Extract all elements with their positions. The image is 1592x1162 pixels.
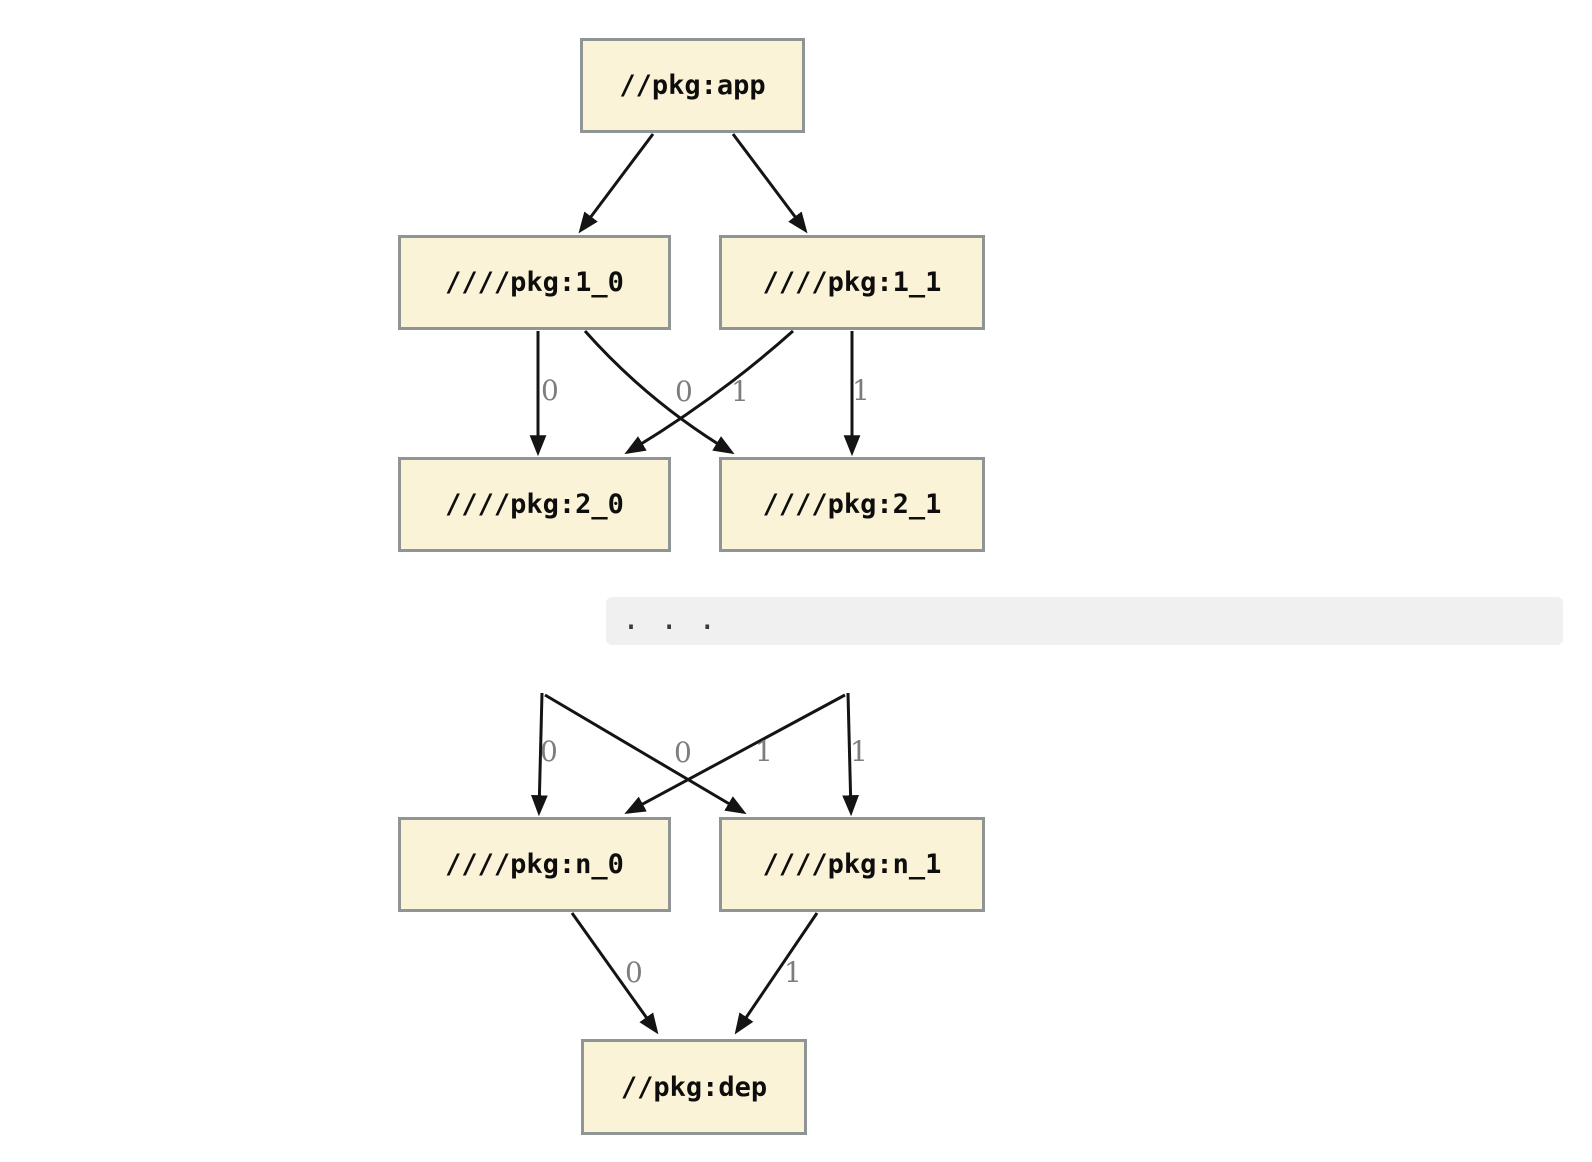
edge-label-1_1-2_0: 1 <box>731 375 749 408</box>
edge-elided-to-n_1-cross <box>544 693 747 815</box>
node-pkg-n_1: ////pkg:n_1 <box>719 817 985 912</box>
edge-n_1-to-dep <box>734 912 819 1035</box>
node-pkg-2_0: ////pkg:2_0 <box>398 457 671 552</box>
edge-1_1-to-2_0 <box>624 329 794 455</box>
edge-app-to-1_1 <box>731 133 808 234</box>
edge-label-1_0-2_0: 0 <box>541 374 559 407</box>
edge-n_0-to-dep <box>570 912 659 1035</box>
edge-label-elided-n_0-b: 1 <box>755 735 773 768</box>
edge-label-elided-n_1-a: 0 <box>674 736 692 769</box>
edge-1_0-to-2_1 <box>583 330 735 455</box>
node-pkg-dep: //pkg:dep <box>581 1039 807 1135</box>
edge-label-n_1-dep: 1 <box>784 956 802 989</box>
edge-label-elided-n_0-a: 0 <box>540 735 558 768</box>
node-pkg-2_1: ////pkg:2_1 <box>719 457 985 552</box>
node-pkg-app: //pkg:app <box>580 38 805 133</box>
node-pkg-1_0: ////pkg:1_0 <box>398 235 671 330</box>
edge-label-1_1-2_1: 1 <box>852 374 870 407</box>
elision-separator: . . . <box>606 597 1563 645</box>
edge-elided-to-n_0-cross <box>624 693 846 814</box>
edge-label-n_0-dep: 0 <box>625 956 643 989</box>
edge-app-to-1_0 <box>578 133 655 234</box>
node-pkg-1_1: ////pkg:1_1 <box>719 235 985 330</box>
edge-label-elided-n_1-b: 1 <box>850 735 868 768</box>
edge-label-1_0-2_1: 0 <box>675 375 693 408</box>
node-pkg-n_0: ////pkg:n_0 <box>398 817 671 912</box>
